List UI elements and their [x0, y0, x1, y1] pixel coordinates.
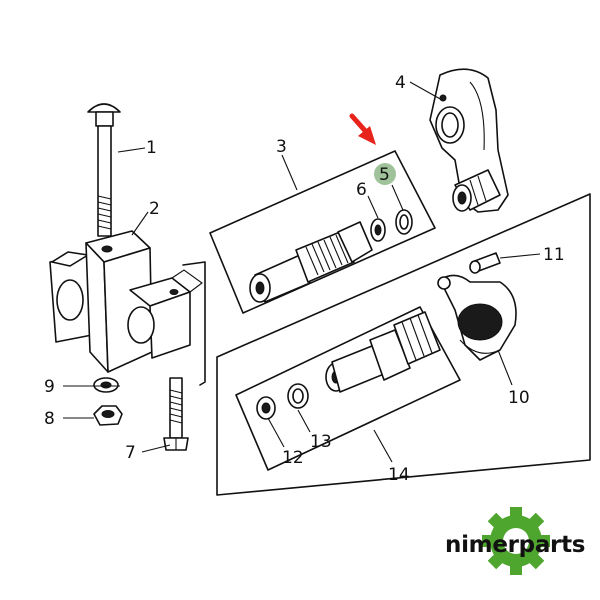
part-seal-13 — [287, 383, 309, 409]
brand-name: nimerparts — [445, 532, 585, 558]
callout-5: 5 — [379, 165, 390, 185]
red-arrow-icon — [349, 113, 376, 145]
part-washer-9 — [93, 377, 119, 393]
callout-8: 8 — [44, 409, 55, 429]
part-coupler-3 — [249, 221, 373, 303]
part-carriage-bolt — [87, 103, 121, 237]
callout-9: 9 — [44, 377, 55, 397]
callout-14: 14 — [388, 465, 410, 485]
callout-13: 13 — [310, 432, 332, 452]
part-oring-6 — [370, 218, 386, 242]
gear-icon — [482, 507, 550, 575]
callout-7: 7 — [125, 443, 136, 463]
nimerparts-logo: nimerparts — [445, 507, 585, 575]
group-frame-3 — [209, 150, 436, 314]
part-cap-10 — [437, 274, 517, 361]
callout-12: 12 — [282, 448, 304, 468]
callout-2: 2 — [149, 199, 160, 219]
part-bolt-7 — [163, 377, 189, 451]
callout-4: 4 — [395, 73, 406, 93]
callout-5-highlight — [374, 163, 396, 185]
group-frame-10 — [216, 193, 591, 496]
part-oring-5 — [395, 209, 413, 235]
part-seal-12 — [256, 396, 276, 420]
leader-lines — [63, 81, 541, 463]
part-nut-8 — [93, 405, 123, 426]
callout-1: 1 — [146, 138, 157, 158]
part-dust-cap-4 — [429, 68, 509, 213]
callout-6: 6 — [356, 180, 367, 200]
part-bracket — [49, 230, 203, 373]
part-coupler-14 — [325, 311, 441, 393]
group-frame-14 — [235, 306, 461, 471]
callout-10: 10 — [508, 388, 530, 408]
callout-11: 11 — [543, 245, 565, 265]
part-pin-11 — [469, 252, 501, 274]
callout-3: 3 — [276, 137, 287, 157]
